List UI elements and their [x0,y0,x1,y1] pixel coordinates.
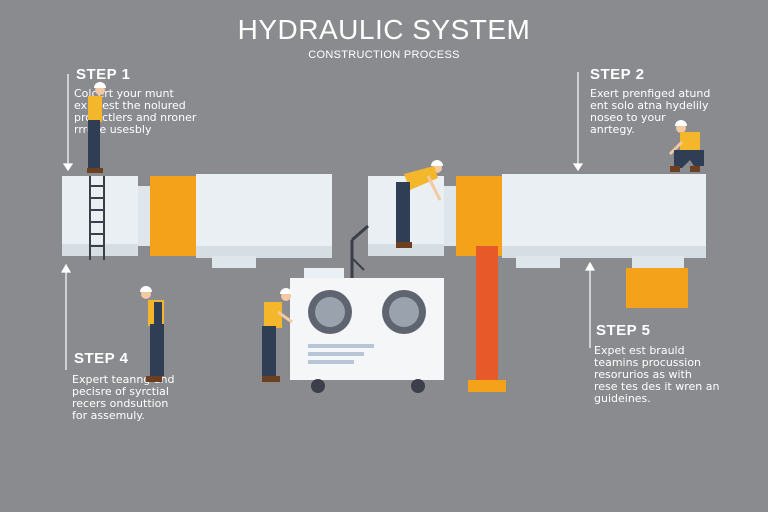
diagram-subtitle: CONSTRUCTION PROCESS [308,49,460,61]
step-2-text: Exert prenfiged atund ent solo atna hyde… [590,87,711,136]
step-5-label: STEP 5 [596,322,651,339]
step-2-label: STEP 2 [590,66,645,83]
step-4-arrow [60,263,72,370]
worker-icon [140,286,164,382]
pump-unit-icon [290,224,444,393]
step-4-text: Expert teanng and pecisre of syrctial re… [72,373,175,422]
step-5-arrow [584,261,596,348]
right-coupling [456,176,502,256]
right-pipe-section [368,174,706,308]
worker-icon [668,120,704,172]
left-pipe-section [62,174,332,268]
step-4-label: STEP 4 [74,350,129,367]
worker-icon [262,288,293,382]
left-coupling [150,176,196,256]
ladder-icon [89,176,105,260]
vertical-pipe [468,246,506,392]
diagram-title: HYDRAULIC SYSTEM [237,14,531,45]
worker-icon [396,160,443,248]
step-2-arrow [572,72,584,172]
step-1-arrow [62,74,74,172]
outlet-flange [626,268,688,308]
step-5-text: Expet est brauld teamins procussion reso… [594,344,720,405]
step-1-label: STEP 1 [76,66,131,83]
worker-icon [87,82,106,173]
